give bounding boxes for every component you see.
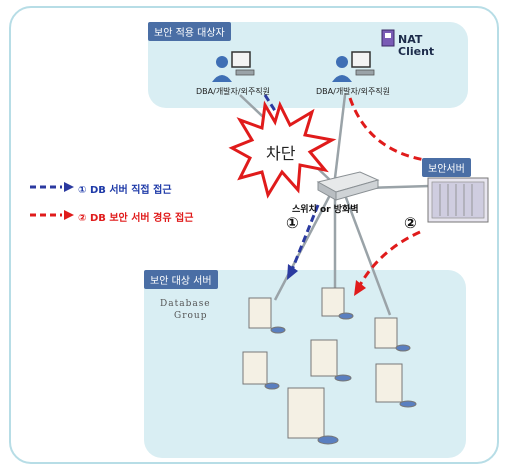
secure-path-arrow xyxy=(354,280,366,296)
bottom-zone-label: 보안 대상 서버 xyxy=(144,270,218,289)
direct-path-arrow xyxy=(287,264,298,280)
security-server-rack xyxy=(427,177,489,223)
switch-firewall-label: 스위치 or 방화벽 xyxy=(292,205,359,215)
legend-secure-server-access: ② DB 보안 서버 경유 접근 xyxy=(78,213,194,224)
db-server-4 xyxy=(242,351,280,390)
marker-one: ① xyxy=(286,214,299,232)
client-left-workstation xyxy=(212,51,255,82)
blocked-label: 차단 xyxy=(266,144,296,163)
blocked-burst xyxy=(228,100,337,199)
switch-device xyxy=(316,171,380,201)
db-server-5 xyxy=(310,339,352,382)
secure-path-to-server xyxy=(348,97,426,162)
client-right-workstation xyxy=(332,51,375,82)
link-client-right xyxy=(333,94,347,179)
client-right-label: DBA/개발자/외주직원 xyxy=(316,87,391,96)
database-group-label: Database Group xyxy=(160,299,211,321)
db-server-2 xyxy=(321,287,354,320)
legend-direct-access: ① DB 서버 직접 접근 xyxy=(78,185,172,196)
secure-path-to-db xyxy=(358,230,421,286)
db-server-6 xyxy=(375,363,417,408)
nat-client-label: NAT Client xyxy=(398,33,435,58)
marker-two: ② xyxy=(404,214,417,232)
top-zone-label: 보안 적용 대상자 xyxy=(148,22,231,41)
db-server-1 xyxy=(248,297,286,334)
security-server-label: 보안서버 xyxy=(422,158,471,177)
db-server-7 xyxy=(287,387,339,445)
nat-client-icon xyxy=(381,29,395,47)
direct-path-bottom xyxy=(290,204,320,271)
db-server-3 xyxy=(374,317,411,352)
client-left-label: DBA/개발자/외주직원 xyxy=(196,87,271,96)
link-server-3 xyxy=(343,194,392,316)
db-servers xyxy=(242,287,417,445)
legend-arrows xyxy=(30,182,74,220)
